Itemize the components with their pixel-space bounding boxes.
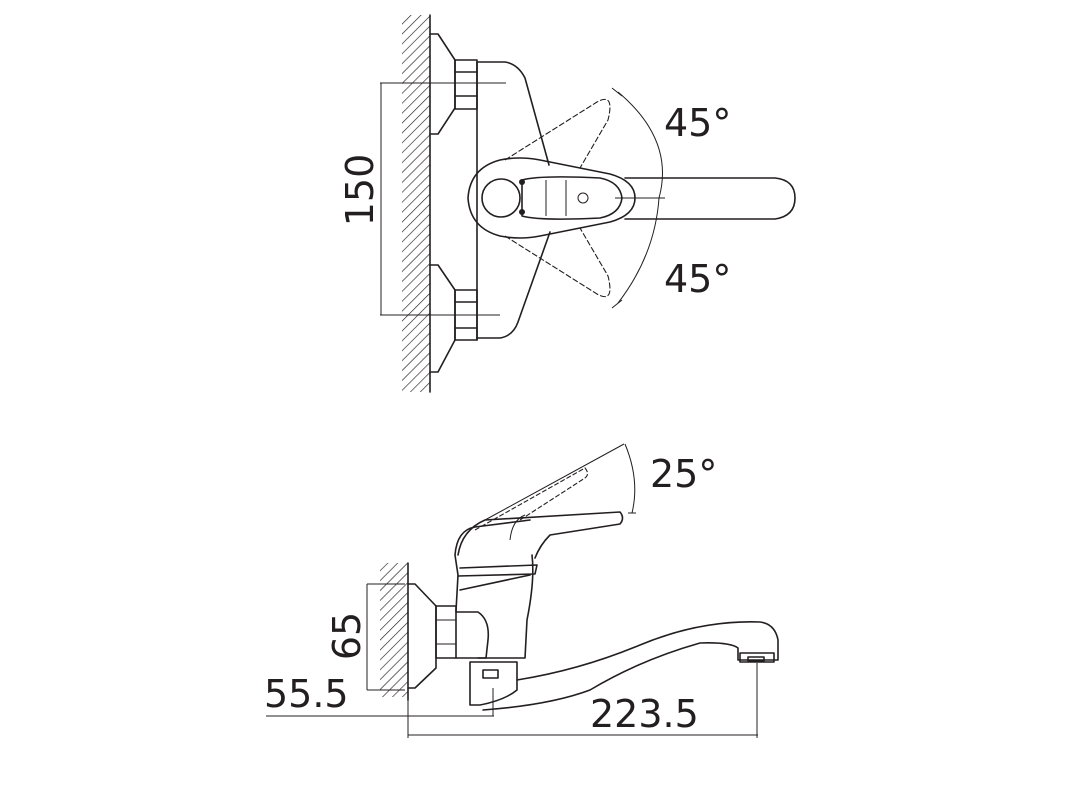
dimension-55-5: 55.5 <box>264 672 494 717</box>
flange-side <box>407 583 457 689</box>
mixer-body-side <box>454 519 538 706</box>
dimension-223-5-label: 223.5 <box>590 692 699 736</box>
upper-eccentric-flange <box>429 33 478 135</box>
dimension-223-5: 223.5 <box>407 663 758 738</box>
side-view: 25° 65 55.5 223.5 <box>264 443 779 738</box>
lever-ghost-positions <box>504 98 611 298</box>
angle-lower-label: 45° <box>664 257 731 301</box>
mixer-body-top <box>476 61 551 341</box>
rotation-arc-25 <box>624 443 636 514</box>
lever-handle-top <box>624 177 796 220</box>
rotation-arc-45 <box>611 87 663 309</box>
dimension-150-label: 150 <box>338 154 382 227</box>
dimension-65: 65 <box>325 583 405 691</box>
angle-upper-label: 45° <box>664 101 731 145</box>
spout <box>482 621 779 711</box>
angle-lever-label: 25° <box>650 452 717 496</box>
dimension-55-5-label: 55.5 <box>264 672 349 716</box>
aerator <box>739 652 775 663</box>
dimension-150: 150 <box>338 82 506 316</box>
lever-handle-side <box>457 443 625 559</box>
lower-eccentric-flange <box>429 264 478 373</box>
top-view: 150 45° 45° <box>338 14 796 393</box>
wall-hatch-top <box>402 15 430 392</box>
dimension-65-label: 65 <box>325 612 369 660</box>
wall-hatch-side <box>380 563 408 697</box>
handle-cap-top <box>467 157 636 239</box>
